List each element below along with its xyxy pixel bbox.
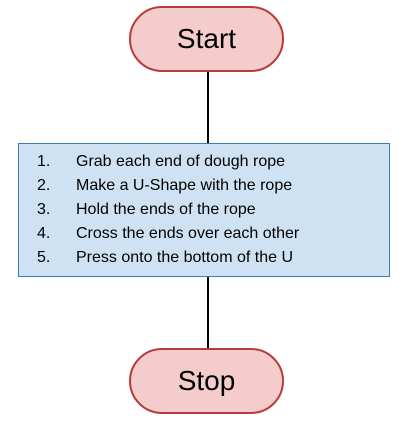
step-text: Hold the ends of the rope: [76, 201, 256, 218]
step-number: 5.: [37, 249, 51, 266]
step-item: 3. Hold the ends of the rope: [19, 200, 389, 224]
step-number: 3.: [37, 201, 51, 218]
connector-start-to-process: [207, 72, 209, 144]
step-item: 4. Cross the ends over each other: [19, 224, 389, 248]
stop-terminal: Stop: [129, 348, 284, 414]
stop-label: Stop: [177, 365, 236, 396]
step-number: 2.: [37, 177, 51, 194]
step-text: Cross the ends over each other: [76, 225, 300, 242]
connector-process-to-stop: [207, 277, 209, 349]
step-list: 1. Grab each end of dough rope 2. Make a…: [19, 152, 389, 272]
process-box: 1. Grab each end of dough rope 2. Make a…: [18, 143, 390, 277]
start-label: Start: [176, 23, 237, 54]
start-terminal: Start: [129, 6, 284, 72]
step-item: 5. Press onto the bottom of the U: [19, 248, 389, 272]
step-item: 1. Grab each end of dough rope: [19, 152, 389, 176]
step-text: Press onto the bottom of the U: [76, 249, 294, 266]
step-number: 1.: [37, 153, 51, 170]
step-item: 2. Make a U-Shape with the rope: [19, 176, 389, 200]
step-number: 4.: [37, 225, 51, 242]
step-text: Make a U-Shape with the rope: [76, 177, 293, 194]
step-text: Grab each end of dough rope: [76, 153, 286, 170]
